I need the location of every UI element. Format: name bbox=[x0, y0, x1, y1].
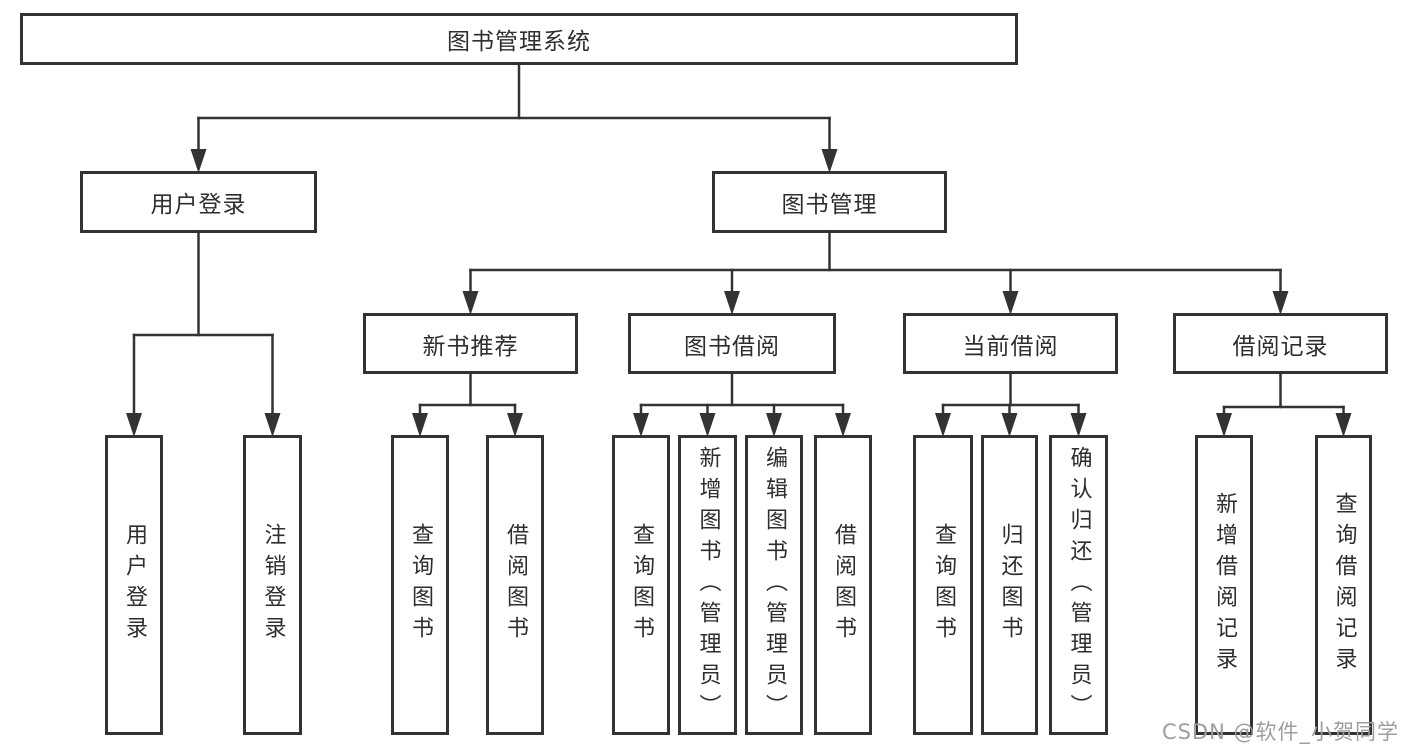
node-borrow-record: 借阅记录 bbox=[1173, 313, 1388, 374]
node-label: 查询图书 bbox=[931, 523, 956, 647]
arrowhead-icon bbox=[1216, 413, 1232, 437]
arrowhead-icon bbox=[766, 413, 782, 437]
arrowhead-icon bbox=[126, 413, 142, 437]
node-label: 新书推荐 bbox=[422, 333, 519, 360]
node-label: 注销登录 bbox=[260, 523, 286, 647]
node-label: 用户登录 bbox=[150, 192, 247, 218]
node-label: 编辑图书（管理员） bbox=[762, 445, 787, 725]
arrowhead-icon bbox=[1070, 413, 1087, 437]
node-leaf-logout: 注销登录 bbox=[243, 435, 302, 735]
node-leaf-bb-edit: 编辑图书（管理员） bbox=[745, 435, 803, 735]
node-label: 图书管理系统 bbox=[447, 29, 591, 55]
node-leaf-bb-borrow: 借阅图书 bbox=[814, 435, 872, 735]
node-leaf-nbr-query: 查询图书 bbox=[391, 435, 449, 735]
node-book-borrow: 图书借阅 bbox=[628, 313, 836, 374]
node-current-borrow: 当前借阅 bbox=[903, 313, 1118, 374]
node-label: 当前借阅 bbox=[962, 333, 1059, 360]
arrowhead-icon bbox=[724, 291, 740, 315]
arrowhead-icon bbox=[507, 413, 523, 437]
node-book-mgmt: 图书管理 bbox=[712, 171, 947, 233]
arrowhead-icon bbox=[835, 413, 851, 437]
arrowhead-icon bbox=[264, 413, 281, 437]
node-leaf-cb-query: 查询图书 bbox=[913, 435, 973, 735]
node-leaf-cb-confirm: 确认归还（管理员） bbox=[1049, 435, 1108, 735]
node-label: 查询图书 bbox=[408, 523, 433, 647]
arrowhead-icon bbox=[1002, 291, 1019, 315]
arrowhead-icon bbox=[821, 149, 838, 173]
arrowhead-icon bbox=[1001, 413, 1018, 437]
node-label: 归还图书 bbox=[997, 523, 1023, 647]
node-label: 图书借阅 bbox=[684, 333, 780, 360]
node-label: 借阅记录 bbox=[1232, 333, 1329, 360]
node-new-book-rec: 新书推荐 bbox=[363, 313, 578, 374]
arrowhead-icon bbox=[1335, 413, 1352, 437]
arrowhead-icon bbox=[699, 413, 716, 437]
node-leaf-br-query: 查询借阅记录 bbox=[1315, 435, 1372, 735]
node-leaf-nbr-borrow: 借阅图书 bbox=[486, 435, 544, 735]
node-label: 借阅图书 bbox=[831, 523, 856, 647]
arrowhead-icon bbox=[935, 413, 951, 437]
node-label: 图书管理 bbox=[781, 192, 878, 218]
node-leaf-bb-add: 新增图书（管理员） bbox=[678, 435, 737, 735]
node-leaf-bb-query: 查询图书 bbox=[612, 435, 670, 735]
node-label: 确认归还（管理员） bbox=[1066, 445, 1092, 725]
node-label: 查询借阅记录 bbox=[1331, 492, 1357, 678]
arrowhead-icon bbox=[1272, 291, 1289, 315]
watermark: CSDN @软件_小贺同学 bbox=[1161, 720, 1399, 744]
node-label: 用户登录 bbox=[122, 523, 147, 647]
node-leaf-br-add: 新增借阅记录 bbox=[1195, 435, 1253, 735]
arrowhead-icon bbox=[633, 413, 649, 437]
node-user-login: 用户登录 bbox=[80, 171, 317, 233]
node-system: 图书管理系统 bbox=[20, 13, 1018, 65]
node-label: 新增借阅记录 bbox=[1212, 492, 1237, 678]
node-label: 查询图书 bbox=[629, 523, 654, 647]
arrowhead-icon bbox=[190, 149, 207, 173]
arrowhead-icon bbox=[412, 413, 428, 437]
node-leaf-user-login: 用户登录 bbox=[105, 435, 163, 735]
node-leaf-cb-return: 归还图书 bbox=[981, 435, 1038, 735]
node-label: 新增图书（管理员） bbox=[695, 445, 721, 725]
node-label: 借阅图书 bbox=[503, 523, 528, 647]
arrowhead-icon bbox=[462, 291, 479, 315]
